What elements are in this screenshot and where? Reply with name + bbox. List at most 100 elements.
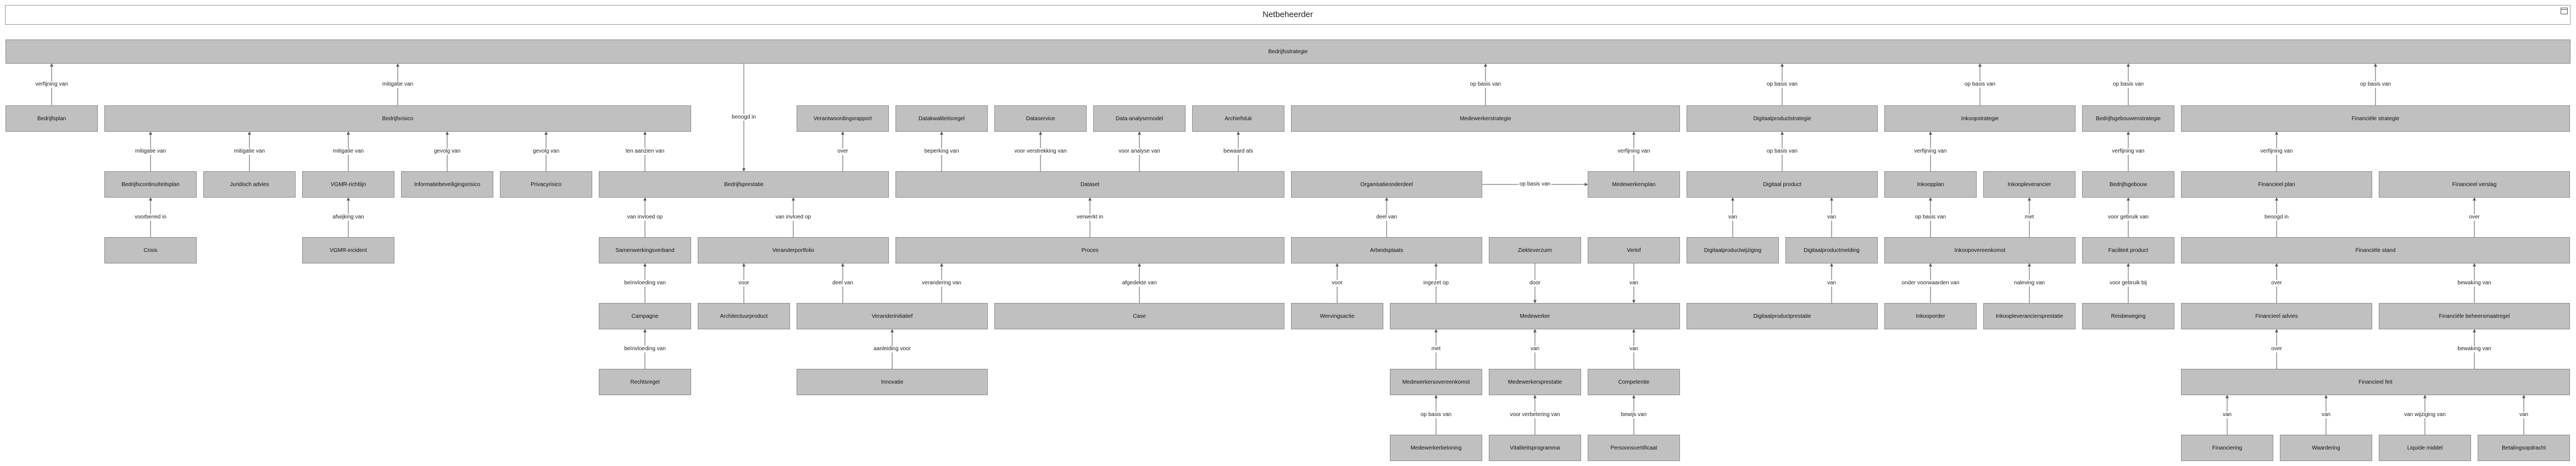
node-crisis[interactable]: Crisis — [104, 237, 197, 263]
node-persoonscertificaat[interactable]: Persoonscertificaat — [1588, 435, 1680, 461]
edge-label: deel van — [1375, 214, 1398, 221]
node-inkoopleveranciersprestatie[interactable]: Inkoopleveranciersprestatie — [1983, 303, 2076, 329]
node-digitaalproductprestatie[interactable]: Digitaalproductprestatie — [1687, 303, 1878, 329]
node-rechtsregel[interactable]: Rechtsregel — [599, 369, 691, 395]
edge-label: op basis van — [1468, 81, 1503, 88]
node-financiele-strategie[interactable]: Financiële strategie — [2181, 105, 2570, 132]
edge-label: over — [2270, 346, 2283, 352]
node-financieel-feit[interactable]: Financieel feit — [2181, 369, 2570, 395]
edge-label: naleving van — [2012, 280, 2046, 287]
node-digitaalproductwijziging[interactable]: Digitaalproductwijziging — [1687, 237, 1779, 263]
node-bedrijfsstrategie[interactable]: Bedrijfsstrategie — [5, 40, 2571, 64]
node-inkoopovereenkomst[interactable]: Inkoopovereenkomst — [1884, 237, 2076, 263]
node-ziekteverzuim[interactable]: Ziekteverzuim — [1489, 237, 1581, 263]
edge-label: op basis van — [1765, 81, 1799, 88]
node-samenwerkingsverband[interactable]: Samenwerkingsverband — [599, 237, 691, 263]
edge-label: bewaard als — [1222, 148, 1254, 155]
node-proces[interactable]: Proces — [895, 237, 1284, 263]
node-inkoopleverancier[interactable]: Inkoopleverancier — [1983, 171, 2076, 198]
node-architectuurproduct[interactable]: Architectuurproduct — [698, 303, 790, 329]
edge-label: voor verstrekking van — [1013, 148, 1068, 155]
node-inkooporder[interactable]: Inkooporder — [1884, 303, 1977, 329]
edge-label: over — [836, 148, 849, 155]
node-data-analysemodel[interactable]: Data-analysemodel — [1093, 105, 1186, 132]
edge-label: beoogd in — [2263, 214, 2290, 221]
edge-label: over — [2270, 280, 2283, 287]
edge-label: voor — [1331, 280, 1344, 287]
node-digitaalproductmelding[interactable]: Digitaalproductmelding — [1785, 237, 1878, 263]
edge-label: van — [2221, 412, 2233, 418]
node-vgmr-incident[interactable]: VGMR-incident — [302, 237, 394, 263]
node-medewerkerstrategie[interactable]: Medewerkerstrategie — [1291, 105, 1680, 132]
node-vgmr-richtlijn[interactable]: VGMR-richtlijn — [302, 171, 394, 198]
node-digitaalproductstrategie[interactable]: Digitaalproductstrategie — [1687, 105, 1878, 132]
window-icon[interactable] — [2561, 8, 2568, 14]
node-inkoopplan[interactable]: Inkoopplan — [1884, 171, 1977, 198]
edge-label: over — [2468, 214, 2481, 221]
node-arbeidsplaats[interactable]: Arbeidsplaats — [1291, 237, 1482, 263]
node-inkoopstrategie[interactable]: Inkoopstrategie — [1884, 105, 2076, 132]
node-financiele-beheersmaatregel[interactable]: Financiële beheersmaatregel — [2379, 303, 2570, 329]
node-medewerkersovereenkomst[interactable]: Medewerkersovereenkomst — [1390, 369, 1482, 395]
node-archiefstuk[interactable]: Archiefstuk — [1192, 105, 1284, 132]
edge-label: mitigatie van — [331, 148, 365, 155]
node-faciliteit-product[interactable]: Faciliteit product — [2082, 237, 2174, 263]
edge-label: met — [1430, 346, 1442, 352]
edge-label: van — [1826, 214, 1838, 221]
node-liquide-middel[interactable]: Liquide middel — [2379, 435, 2471, 461]
node-dataset[interactable]: Dataset — [895, 171, 1284, 198]
edge-label: voorbereid in — [133, 214, 168, 221]
node-waardering[interactable]: Waardering — [2280, 435, 2372, 461]
node-medewerkersprestatie[interactable]: Medewerkersprestatie — [1489, 369, 1581, 395]
edge-label: van — [1727, 214, 1739, 221]
node-veranderportfolio[interactable]: Veranderportfolio — [698, 237, 889, 263]
node-bedrijfsprestatie[interactable]: Bedrijfsprestatie — [599, 171, 889, 198]
node-innovatie[interactable]: Innovatie — [797, 369, 988, 395]
node-vitaliteitsprogramma[interactable]: Vitaliteitsprogramma — [1489, 435, 1581, 461]
node-juridisch-advies[interactable]: Juridisch advies — [203, 171, 296, 198]
node-campagne[interactable]: Campagne — [599, 303, 691, 329]
node-veranderinitiatief[interactable]: Veranderinitiatief — [797, 303, 988, 329]
node-medewerkerbeloning[interactable]: Medewerkerbeloning — [1390, 435, 1482, 461]
node-bedrijfsplan[interactable]: Bedrijfsplan — [5, 105, 98, 132]
node-digitaal-product[interactable]: Digitaal product — [1687, 171, 1878, 198]
node-bedrijfsgebouwenstrategie[interactable]: Bedrijfsgebouwenstrategie — [2082, 105, 2174, 132]
edge-label: bewaking van — [2456, 280, 2492, 287]
node-dataservice[interactable]: Dataservice — [994, 105, 1087, 132]
edge-label: van — [2320, 412, 2332, 418]
edge-label: mitigatie van — [232, 148, 266, 155]
node-reisbeweging[interactable]: Reisbeweging — [2082, 303, 2174, 329]
edge-label: gevolg van — [531, 148, 561, 155]
node-datakwaliteitsregel[interactable]: Datakwaliteitsregel — [895, 105, 988, 132]
node-bedrijfsgebouw[interactable]: Bedrijfsgebouw — [2082, 171, 2174, 198]
node-verlof[interactable]: Verlof — [1588, 237, 1680, 263]
node-verantwoordingsrapport[interactable]: Verantwoordingsrapport — [797, 105, 889, 132]
node-bedrijfsrisico[interactable]: Bedrijfsrisico — [104, 105, 691, 132]
node-competentie[interactable]: Competentie — [1588, 369, 1680, 395]
node-betalingsopdracht[interactable]: Betalingsopdracht — [2478, 435, 2570, 461]
node-privacyrisico[interactable]: Privacyrisico — [500, 171, 592, 198]
node-financieel-advies[interactable]: Financieel advies — [2181, 303, 2372, 329]
node-medewerker[interactable]: Medewerker — [1390, 303, 1680, 329]
edge-label: beperking van — [923, 148, 960, 155]
edge-label: van — [1628, 280, 1640, 287]
node-informatiebeveiligingsrisico[interactable]: Informatiebeveiligingsrisico — [401, 171, 493, 198]
edge-label: afgedekte van — [1121, 280, 1158, 287]
node-financiele-stand[interactable]: Financiële stand — [2181, 237, 2570, 263]
node-wervingsactie[interactable]: Wervingsactie — [1291, 303, 1383, 329]
window-title: Netbeheerder — [1262, 10, 1313, 19]
edge-label: ingezet op — [1422, 280, 1450, 287]
node-medewerkersplan[interactable]: Medewerkersplan — [1588, 171, 1680, 198]
edge-label: verandering van — [921, 280, 962, 287]
edge-label: van — [1628, 346, 1640, 352]
node-case[interactable]: Case — [994, 303, 1284, 329]
edge-label: beïnvloeding van — [623, 280, 667, 287]
node-financiering[interactable]: Financiering — [2181, 435, 2273, 461]
edge-label: op basis van — [2358, 81, 2393, 88]
node-financieel-plan[interactable]: Financieel plan — [2181, 171, 2372, 198]
node-financieel-verslag[interactable]: Financieel verslag — [2379, 171, 2570, 198]
edge-label: met — [2023, 214, 2035, 221]
node-bedrijfscontinuiteitsplan[interactable]: Bedrijfscontinuïteitsplan — [104, 171, 197, 198]
node-organisatieonderdeel[interactable]: Organisatieonderdeel — [1291, 171, 1482, 198]
